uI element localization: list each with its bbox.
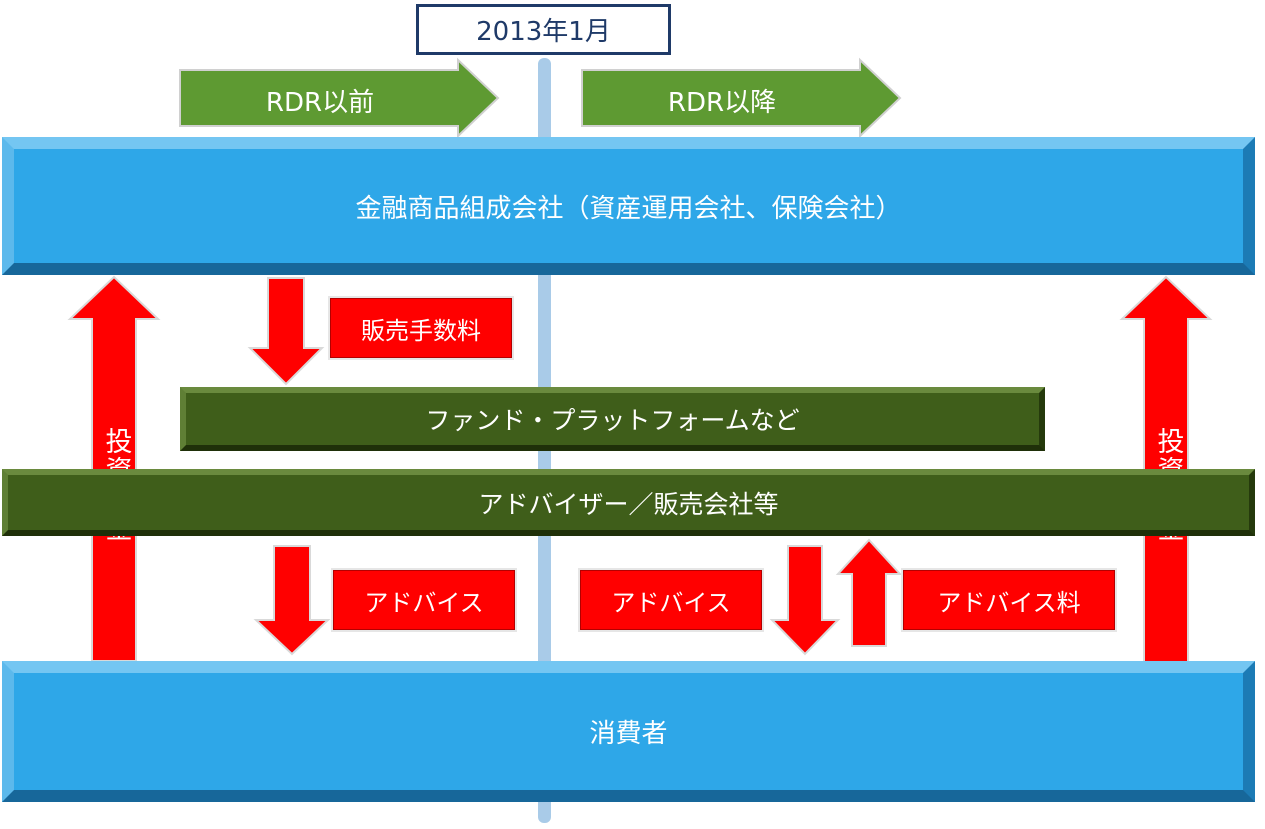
- date-label: 2013年1月: [416, 4, 671, 55]
- platform-label: ファンド・プラットフォームなど: [425, 406, 800, 435]
- issuers-label: 金融商品組成会社（資産運用会社、保険会社）: [355, 193, 902, 224]
- platform-bar: ファンド・プラットフォームなど: [180, 387, 1045, 451]
- advice-down-arrow-right: [769, 545, 841, 656]
- advice-fee-up-arrow: [835, 538, 903, 647]
- advice-down-arrow-left: [253, 545, 331, 656]
- sales-fee-label: 販売手数料: [328, 296, 514, 360]
- advice-label-after: アドバイス: [578, 568, 764, 632]
- pre-rdr-arrow: [179, 57, 500, 139]
- consumer-block: 消費者: [2, 661, 1255, 802]
- post-rdr-arrow: [581, 57, 902, 139]
- advice-fee-label: アドバイス料: [901, 568, 1117, 632]
- adviser-label: アドバイザー／販売会社等: [478, 489, 779, 519]
- adviser-bar: アドバイザー／販売会社等: [2, 469, 1255, 536]
- sales-fee-down-arrow: [247, 277, 325, 386]
- issuers-block: 金融商品組成会社（資産運用会社、保険会社）: [2, 137, 1255, 275]
- post-rdr-label: RDR以降: [667, 87, 777, 118]
- pre-rdr-label: RDR以前: [265, 87, 375, 118]
- consumer-label: 消費者: [589, 719, 668, 749]
- advice-label-before: アドバイス: [331, 568, 517, 632]
